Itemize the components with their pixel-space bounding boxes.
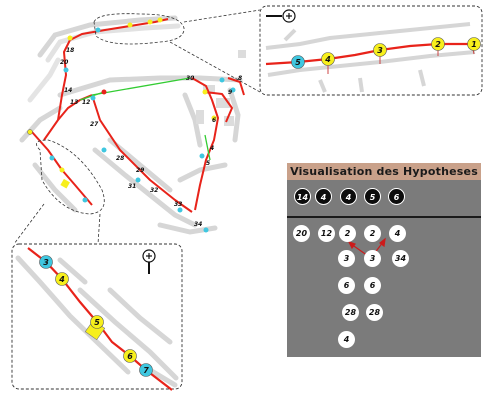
hypothesis-node[interactable]: 2 — [339, 225, 356, 242]
map-label: 12 — [82, 99, 90, 106]
map-label: 27 — [90, 121, 99, 128]
hypothesis-node[interactable]: 2 — [364, 225, 381, 242]
bottom-node-6: 6 — [124, 350, 137, 363]
hypothesis-node[interactable]: 3 — [364, 250, 381, 267]
map-label: 18 — [66, 47, 74, 54]
svg-text:7: 7 — [143, 366, 149, 375]
hypotheses-panel: Visualisation des Hypotheses 14 4 4 5 6 … — [287, 163, 481, 357]
hypothesis-node[interactable]: 6 — [338, 277, 355, 294]
map-label: 9 — [228, 89, 232, 96]
top-node-4: 4 — [322, 53, 335, 66]
bottom-node-3: 3 — [40, 256, 53, 269]
map-label: 28 — [116, 155, 124, 162]
map-label: 4 — [210, 145, 214, 152]
svg-text:6: 6 — [127, 352, 133, 361]
map-label: 29 — [136, 167, 144, 174]
map-label: 14 — [64, 87, 72, 94]
top-node-1: 1 — [468, 38, 481, 51]
top-node-3: 3 — [374, 44, 387, 57]
hypothesis-node[interactable]: 3 — [338, 250, 355, 267]
map-label: 20 — [60, 59, 68, 66]
map-label: 32 — [150, 187, 158, 194]
map-markers — [28, 18, 236, 233]
svg-text:3: 3 — [43, 258, 49, 267]
hypothesis-node[interactable]: 4 — [338, 331, 355, 348]
bottom-node-5: 5 — [91, 316, 104, 329]
map-label: 30 — [186, 75, 194, 82]
svg-text:5: 5 — [94, 318, 100, 327]
map-label: 6 — [212, 117, 216, 124]
hypothesis-node[interactable]: 34 — [392, 250, 409, 267]
map-label: 5 — [206, 160, 210, 167]
top-node-5: 5 — [292, 56, 305, 69]
hypothesis-links — [287, 163, 481, 357]
hypothesis-node[interactable]: 20 — [293, 225, 310, 242]
hypothesis-node[interactable]: 6 — [364, 277, 381, 294]
top-node-2: 2 — [432, 38, 445, 51]
svg-text:5: 5 — [295, 58, 301, 67]
hypothesis-node[interactable]: 28 — [366, 304, 383, 321]
svg-text:1: 1 — [471, 40, 477, 49]
map-label: 33 — [174, 201, 182, 208]
hypothesis-node[interactable]: 12 — [318, 225, 335, 242]
svg-text:3: 3 — [377, 46, 383, 55]
map-label: 34 — [194, 221, 202, 228]
bottom-node-4: 4 — [56, 273, 69, 286]
bottom-node-7: 7 — [140, 364, 153, 377]
hypothesis-node[interactable]: 28 — [342, 304, 359, 321]
map-label: 13 — [70, 99, 78, 106]
svg-text:4: 4 — [58, 275, 65, 284]
svg-text:2: 2 — [435, 40, 441, 49]
zoom-regions — [14, 10, 260, 244]
hypothesis-node[interactable]: 4 — [389, 225, 406, 242]
map-label: 31 — [128, 183, 136, 190]
svg-text:4: 4 — [324, 55, 331, 64]
